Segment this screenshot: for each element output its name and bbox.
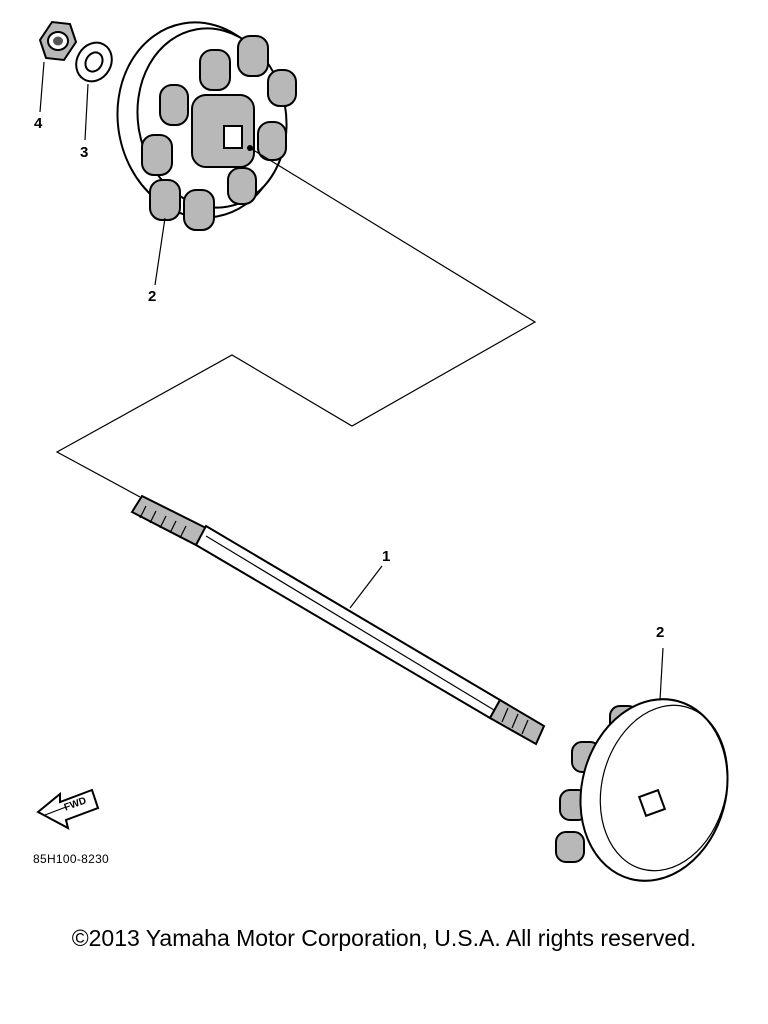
hex-nut-part (38, 20, 78, 62)
leader-line-2-lower (659, 647, 664, 701)
callout-shaft: 1 (382, 548, 391, 565)
lower-coupling-part (555, 698, 729, 882)
washer-part (75, 41, 113, 83)
forward-arrow-icon (36, 788, 100, 830)
callout-lower-coupling: 2 (656, 624, 665, 641)
exploded-parts-diagram (36, 20, 729, 882)
upper-coupling-part (116, 21, 297, 231)
leader-line-2-upper (154, 217, 166, 286)
leader-line-3 (84, 83, 89, 141)
leader-line-1 (349, 565, 383, 609)
alignment-line (55, 147, 537, 498)
copyright-text: ©2013 Yamaha Motor Corporation, U.S.A. A… (71, 925, 697, 951)
callout-washer: 3 (80, 144, 89, 161)
callout-upper-coupling: 2 (148, 288, 157, 305)
leader-line-4 (39, 61, 45, 113)
drive-shaft-part (130, 494, 546, 746)
callout-nut: 4 (34, 115, 43, 132)
diagram-code: 85H100-8230 (33, 852, 110, 866)
